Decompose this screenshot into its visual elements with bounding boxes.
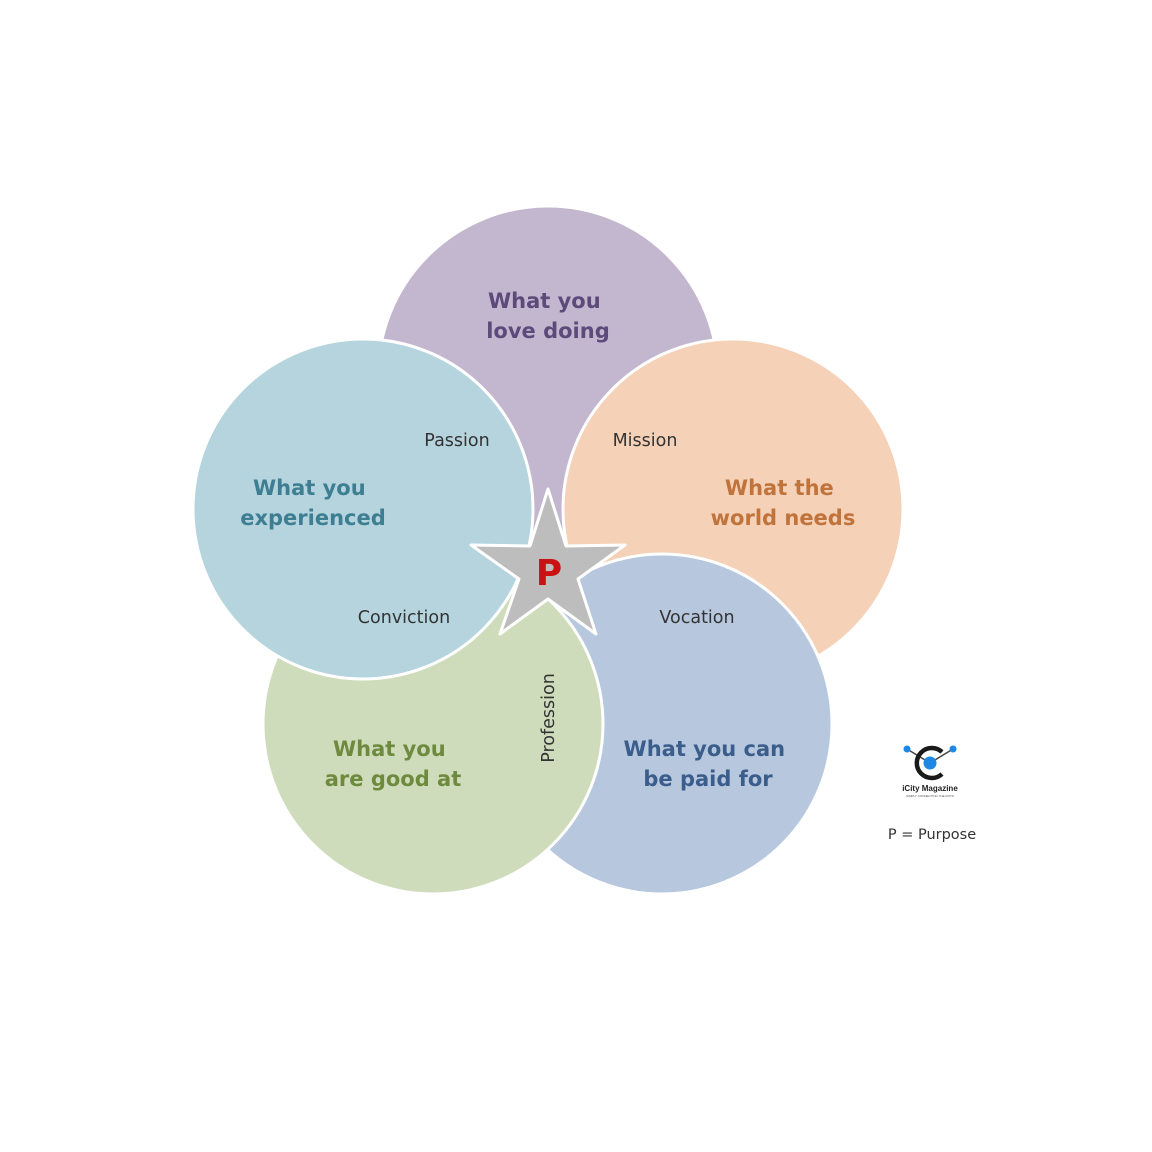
label-good-at-line1: What you xyxy=(333,737,446,761)
overlap-profession: Profession xyxy=(539,673,559,763)
label-experienced-line2: experienced xyxy=(240,506,386,530)
logo-name: iCity Magazine xyxy=(902,784,958,793)
logo-tagline: SIMPLY CONNECTING THE DOTS xyxy=(906,794,954,798)
label-good-at-line2: are good at xyxy=(325,767,462,791)
legend-purpose: P = Purpose xyxy=(888,827,976,843)
label-paid-for-line1: What you can xyxy=(624,737,786,761)
overlap-mission: Mission xyxy=(613,431,678,451)
logo-c-shape xyxy=(914,745,944,781)
overlap-passion: Passion xyxy=(424,431,489,451)
overlap-vocation: Vocation xyxy=(659,608,734,628)
label-paid-for-line2: be paid for xyxy=(643,767,773,791)
label-experienced-line1: What you xyxy=(253,476,366,500)
label-good-at: What you are good at xyxy=(325,737,462,791)
label-world-needs-line2: world needs xyxy=(711,506,856,530)
label-love-doing-line1: What you xyxy=(488,289,601,313)
label-world-needs-line1: What the xyxy=(725,476,834,500)
label-paid-for: What you can be paid for xyxy=(624,737,793,791)
logo-center-dot xyxy=(923,756,937,770)
logo-node-left xyxy=(903,745,911,753)
label-world-needs: What the world needs xyxy=(711,476,856,530)
circle-experienced xyxy=(191,337,535,681)
overlap-conviction: Conviction xyxy=(358,608,450,628)
logo-node-right xyxy=(949,745,957,753)
icity-magazine-logo: iCity Magazine SIMPLY CONNECTING THE DOT… xyxy=(902,745,958,798)
circles-group xyxy=(191,204,905,896)
label-love-doing: What you love doing xyxy=(486,289,610,343)
label-love-doing-line2: love doing xyxy=(486,319,610,343)
purpose-star-letter: P xyxy=(536,553,562,594)
purpose-star-icon xyxy=(469,487,627,636)
label-experienced: What you experienced xyxy=(240,476,386,530)
